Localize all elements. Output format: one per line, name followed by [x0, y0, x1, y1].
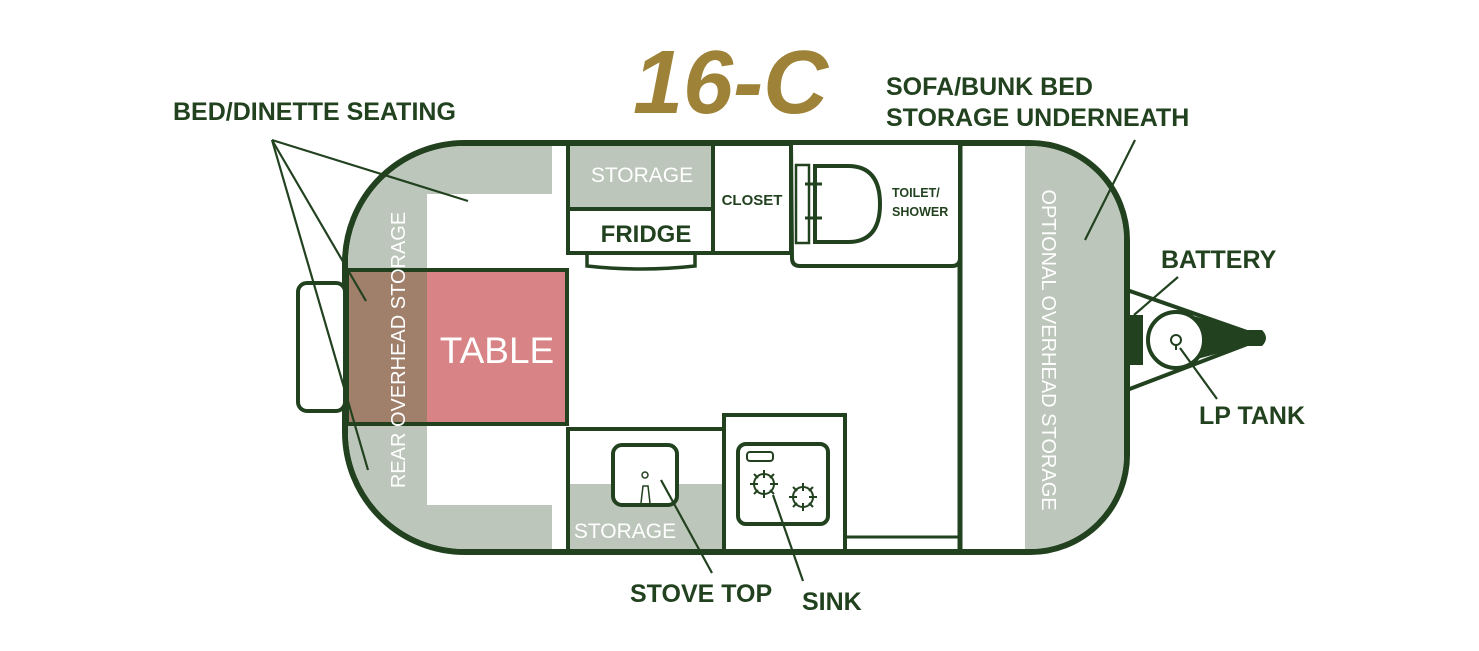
sink-drain — [641, 471, 649, 479]
optional-storage-area — [1025, 146, 1124, 549]
fridge-label: FRIDGE — [601, 221, 692, 248]
toilet-tank — [794, 163, 811, 245]
stovetop-cabinet — [722, 413, 847, 554]
sink-basin — [611, 443, 679, 507]
storage-top-label: STORAGE — [591, 164, 693, 187]
dinette-seat — [347, 270, 427, 424]
rear-bumper — [296, 281, 347, 413]
dinette-outline — [345, 268, 569, 426]
battery-box — [1126, 315, 1143, 365]
sofa-bunk-label: SOFA/BUNK BED — [886, 73, 1093, 101]
lp-tank-label: LP TANK — [1199, 402, 1305, 430]
burner-2 — [789, 483, 817, 511]
sink-faucet — [640, 485, 651, 504]
toilet-bowl — [813, 164, 883, 244]
rear-storage-area — [348, 146, 552, 549]
battery-label: BATTERY — [1161, 246, 1277, 274]
model-title: 16-C — [633, 33, 830, 133]
sofa-storage-label: STORAGE UNDERNEATH — [886, 104, 1189, 132]
sink-label: SINK — [802, 588, 862, 616]
stove-indicator — [746, 451, 774, 462]
fridge-door-swing — [585, 254, 697, 271]
storage-bottom-label: STORAGE — [574, 520, 676, 543]
toilet-label: TOILET/ — [892, 186, 940, 200]
optional-storage-label: OPTIONAL OVERHEAD STORAGE — [1037, 189, 1059, 510]
table — [427, 270, 567, 424]
storage-top-fill — [570, 146, 712, 208]
table-label: TABLE — [440, 330, 554, 371]
rear-storage-label: REAR OVERHEAD STORAGE — [388, 212, 410, 488]
stove-top-label: STOVE TOP — [630, 580, 772, 608]
hitch-coupler — [1190, 315, 1266, 361]
shower-label: SHOWER — [892, 205, 948, 219]
closet-label: CLOSET — [722, 192, 783, 209]
burner-1 — [750, 470, 778, 498]
bed-dinette-label: BED/DINETTE SEATING — [173, 98, 456, 126]
lp-tank — [1146, 310, 1206, 370]
leader-lines — [270, 138, 1218, 582]
